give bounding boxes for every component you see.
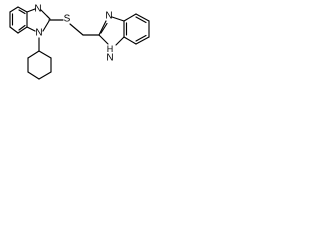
left-benzene-ring [9,6,28,34]
chemical-structure-diagram: N N S N H N [9,4,150,80]
atom-nh-hydrogen: H [107,44,114,54]
atom-nh-nitrogen: N [106,53,113,64]
atom-n-imine-right: N [105,11,112,22]
atom-sulfur: S [64,14,71,25]
cyclohexyl-ring [27,37,52,80]
atom-n-imine-left: N [34,4,41,15]
right-imidazole-ring [98,16,125,46]
atom-n-substituted-left: N [35,28,42,39]
left-imidazole-ring [26,8,51,32]
thioether-linker [48,19,100,36]
right-benzene-ring [123,13,150,45]
